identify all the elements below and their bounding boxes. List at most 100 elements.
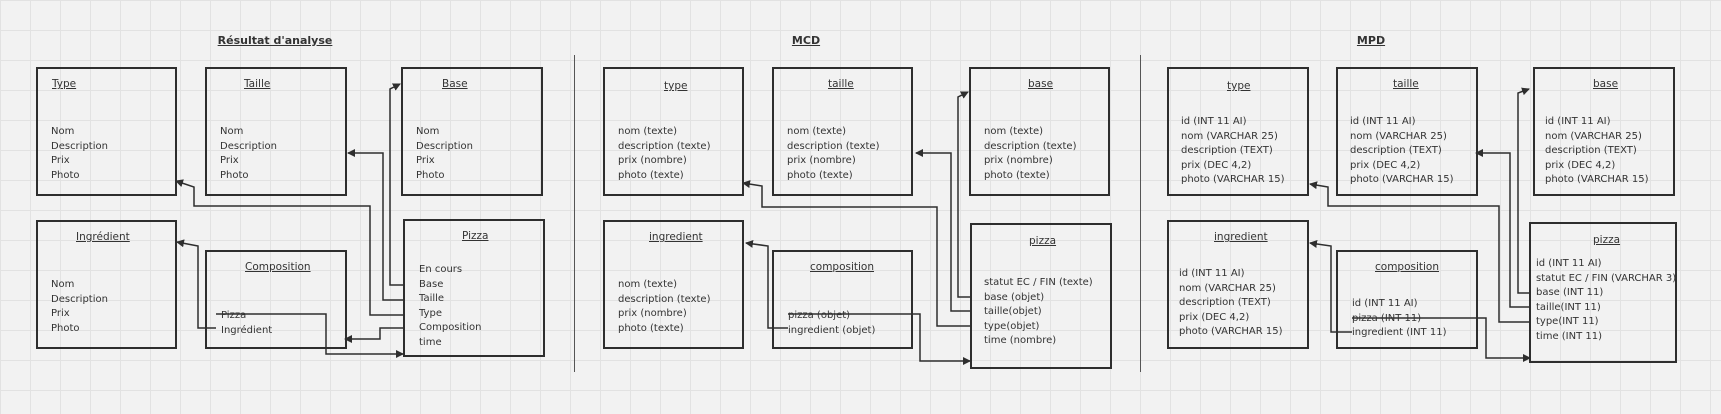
field-label: id (INT 11 AI) [1545, 116, 1611, 127]
entity-title: type [1227, 80, 1251, 92]
field-label: time (nombre) [984, 335, 1057, 346]
field-label: id (INT 11 AI) [1179, 268, 1245, 279]
mcd-entity-type-box: type nom (texte) description (texte) pri… [603, 67, 744, 196]
mpd-entity-type-box: type id (INT 11 AI) nom (VARCHAR 25) des… [1167, 67, 1309, 196]
mcd-entity-pizza-box: pizza statut EC / FIN (texte) base (obje… [970, 223, 1112, 369]
pizza-base-to-base-connector [389, 83, 403, 286]
field-label: taille(objet) [984, 306, 1042, 317]
entity-title: ingredient [1214, 231, 1268, 243]
field-label: En cours [419, 264, 463, 275]
field-label: Prix [416, 155, 435, 166]
entity-title: composition [1375, 261, 1440, 273]
entity-title: Base [442, 78, 468, 90]
mpd-composition-pizza-connector [1352, 317, 1531, 362]
mpd-entity-pizza-box: pizza id (INT 11 AI) statut EC / FIN (VA… [1529, 222, 1677, 363]
entity-title: taille [1393, 78, 1419, 90]
field-label: photo (texte) [787, 169, 853, 181]
field-label: statut EC / FIN (VARCHAR 3) [1536, 272, 1677, 284]
mpd-entity-taille-box: taille id (INT 11 AI) nom (VARCHAR 25) d… [1336, 67, 1478, 196]
field-label: pizza (INT 11) [1352, 312, 1422, 324]
field-label: prix (nombre) [787, 155, 856, 166]
entity-title: Pizza [462, 230, 489, 242]
field-label: Nom [416, 126, 440, 137]
field-label: prix (DEC 4,2) [1179, 311, 1250, 323]
field-label: Photo [416, 169, 445, 181]
field-label: statut EC / FIN (texte) [984, 277, 1093, 288]
field-label: description (TEXT) [1350, 145, 1442, 156]
entity-title: Taille [244, 78, 271, 90]
field-label: description (texte) [984, 140, 1077, 152]
entity-pizza-box: Pizza En cours Base Taille Type Composit… [403, 219, 545, 357]
mcd-pizza-base-to-base-connector [957, 91, 970, 298]
field-label: prix (nombre) [618, 155, 687, 166]
field-label: photo (VARCHAR 15) [1181, 174, 1285, 185]
field-label: prix (DEC 4,2) [1350, 159, 1421, 171]
field-label: Pizza [221, 310, 247, 321]
composition-pizza-connector [216, 313, 404, 358]
field-label: Base [419, 278, 444, 290]
entity-title: type [664, 80, 688, 92]
entity-ingredient-box: Ingrédient Nom Description Prix Photo [36, 220, 177, 349]
field-label: base (INT 11) [1536, 287, 1604, 298]
mpd-entity-base-box: base id (INT 11 AI) nom (VARCHAR 25) des… [1533, 67, 1675, 196]
mpd-composition-ingredient-connector [1309, 240, 1352, 333]
field-label: photo (VARCHAR 15) [1179, 326, 1283, 337]
mpd-entity-composition-box: composition id (INT 11 AI) pizza (INT 11… [1336, 250, 1478, 349]
field-label: nom (texte) [618, 126, 678, 137]
field-label: id (INT 11 AI) [1352, 298, 1418, 309]
field-label: ingredient (INT 11) [1352, 327, 1447, 338]
entity-type-box: Type Nom Description Prix Photo [36, 67, 177, 196]
field-label: taille(INT 11) [1536, 301, 1601, 313]
field-label: nom (texte) [984, 126, 1044, 137]
field-label: photo (texte) [984, 169, 1050, 181]
field-label: photo (texte) [618, 169, 684, 181]
field-label: type(INT 11) [1536, 316, 1599, 327]
mpd-pizza-type-to-type-connector [1309, 181, 1530, 323]
field-label: pizza (objet) [788, 310, 851, 321]
field-label: nom (VARCHAR 25) [1181, 130, 1278, 142]
entity-base-box: Base Nom Description Prix Photo [401, 67, 543, 196]
mcd-entity-composition-box: composition pizza (objet) ingredient (ob… [772, 250, 913, 349]
field-label: description (TEXT) [1545, 145, 1637, 156]
entity-title: pizza [1593, 234, 1621, 246]
pizza-taille-to-taille-connector [347, 149, 403, 301]
field-label: prix (DEC 4,2) [1181, 159, 1252, 171]
mcd-entity-ingredient-box: ingredient nom (texte) description (text… [603, 220, 744, 349]
pizza-type-to-type-connector [175, 179, 403, 316]
entity-title: taille [828, 78, 854, 90]
entity-title: base [1028, 78, 1054, 90]
field-label: time (INT 11) [1536, 330, 1603, 342]
field-label: Nom [220, 126, 244, 137]
field-label: Prix [220, 155, 239, 166]
field-label: Taille [419, 293, 445, 304]
mcd-pizza-taille-to-taille-connector [915, 149, 970, 312]
field-label: type(objet) [984, 320, 1040, 332]
composition-to-pizza-composition-connector [344, 327, 403, 343]
field-label: photo (VARCHAR 15) [1350, 174, 1454, 185]
field-label: Nom [51, 279, 75, 290]
field-label: Type [419, 307, 442, 319]
mcd-entity-base-box: base nom (texte) description (texte) pri… [969, 67, 1110, 196]
mcd-composition-ingredient-connector [745, 239, 788, 329]
field-label: nom (texte) [618, 279, 678, 290]
entity-title: ingredient [649, 231, 703, 243]
entity-composition-box: Composition Pizza Ingrédient [205, 250, 347, 349]
field-label: prix (nombre) [984, 155, 1053, 166]
field-label: photo (VARCHAR 15) [1545, 174, 1649, 185]
entity-taille-box: Taille Nom Description Prix Photo [205, 67, 347, 196]
field-label: description (texte) [618, 140, 711, 152]
field-label: Prix [51, 308, 70, 319]
field-label: prix (DEC 4,2) [1545, 159, 1616, 171]
field-label: nom (VARCHAR 25) [1179, 282, 1276, 294]
field-label: Description [51, 140, 108, 152]
field-label: id (INT 11 AI) [1181, 116, 1247, 127]
entity-title: base [1593, 78, 1619, 90]
field-label: Nom [51, 126, 75, 137]
field-label: Ingrédient [221, 324, 273, 336]
field-label: Description [416, 140, 473, 152]
entity-title: Ingrédient [76, 231, 130, 243]
section-title-mcd: MCD [791, 34, 821, 47]
field-label: ingredient (objet) [788, 324, 876, 336]
field-label: Photo [220, 169, 249, 181]
